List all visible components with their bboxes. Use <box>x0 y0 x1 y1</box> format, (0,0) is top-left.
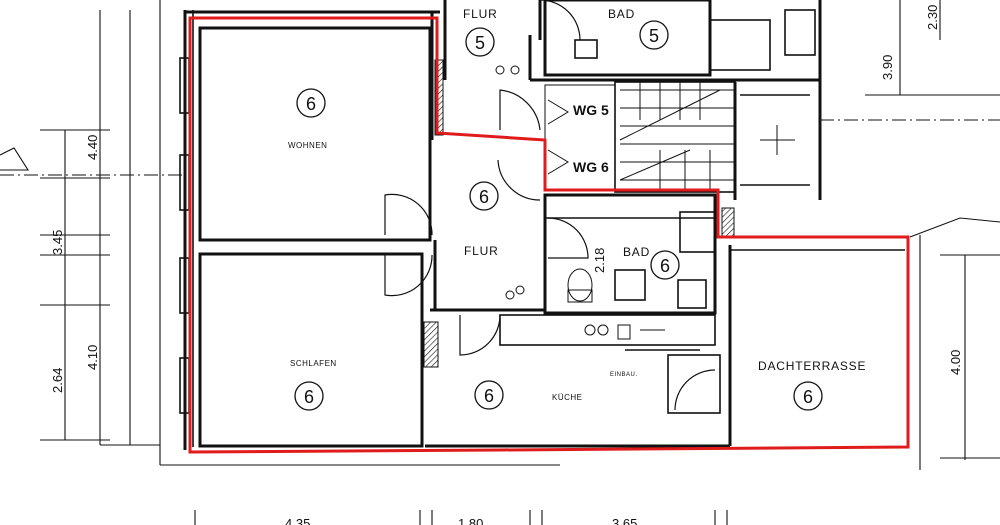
room-number-circle-dachterrasse <box>793 381 823 411</box>
room-number-flur: 6 <box>479 187 489 207</box>
room-label-schlafen: SCHLAFEN <box>290 359 337 368</box>
abstellraum-annotation: EINBAU. <box>610 372 638 378</box>
room-number-kueche: 6 <box>484 386 494 406</box>
dim-left-4: 4.10 <box>85 345 100 370</box>
room-label-flur: FLUR <box>464 244 499 258</box>
dim-left-2: 3.45 <box>50 230 65 255</box>
dimension-lines-right <box>820 0 1000 470</box>
room-number-wohnen: 6 <box>306 94 316 114</box>
fixtures <box>495 65 665 340</box>
room-label-wohnen: WOHNEN <box>288 141 327 150</box>
doors <box>384 0 716 411</box>
room-label-dachterrasse: DACHTERRASSE <box>758 359 866 373</box>
dimension-lines-bottom <box>194 510 728 525</box>
room-number-dachterrasse: 6 <box>803 387 813 407</box>
stair-label-wg5: WG 5 <box>573 102 609 118</box>
room-number-circle-flur-upper <box>465 27 495 57</box>
dim-right-2: 2.30 <box>925 5 940 30</box>
apartment-outline <box>188 16 910 454</box>
room-label-bad-upper: BAD <box>608 7 635 21</box>
room-number-bad: 6 <box>660 256 670 276</box>
room-number-circle-schlafen <box>294 381 324 411</box>
dim-bottom-2: 1.80 <box>458 516 483 525</box>
dim-bottom-1: 4.35 <box>285 516 310 525</box>
bad-width-annotation: 2.18 <box>592 248 607 273</box>
room-number-circle-bad-upper <box>639 20 669 50</box>
room-number-schlafen: 6 <box>304 387 314 407</box>
room-number-circle-bad <box>650 250 680 280</box>
dim-bottom-3: 3.65 <box>612 516 637 525</box>
dimension-lines-left <box>0 0 560 466</box>
dim-right-3: 4.00 <box>948 350 963 375</box>
room-number-bad-upper: 5 <box>649 26 659 46</box>
room-number-circle-wohnen <box>296 88 326 118</box>
dim-right-1: 3.90 <box>880 55 895 80</box>
room-number-circle-kueche <box>474 380 504 410</box>
staircase <box>544 82 795 192</box>
room-label-flur-upper: FLUR <box>463 7 498 21</box>
walls <box>179 0 905 450</box>
room-number-circle-flur <box>469 181 499 211</box>
dim-left-1: 4.40 <box>85 135 100 160</box>
stair-label-wg6: WG 6 <box>573 159 609 175</box>
room-label-kueche: KÜCHE <box>552 393 583 402</box>
dim-left-3: 2.64 <box>50 368 65 393</box>
room-label-bad: BAD <box>623 245 650 259</box>
room-number-flur-upper: 5 <box>475 33 485 53</box>
